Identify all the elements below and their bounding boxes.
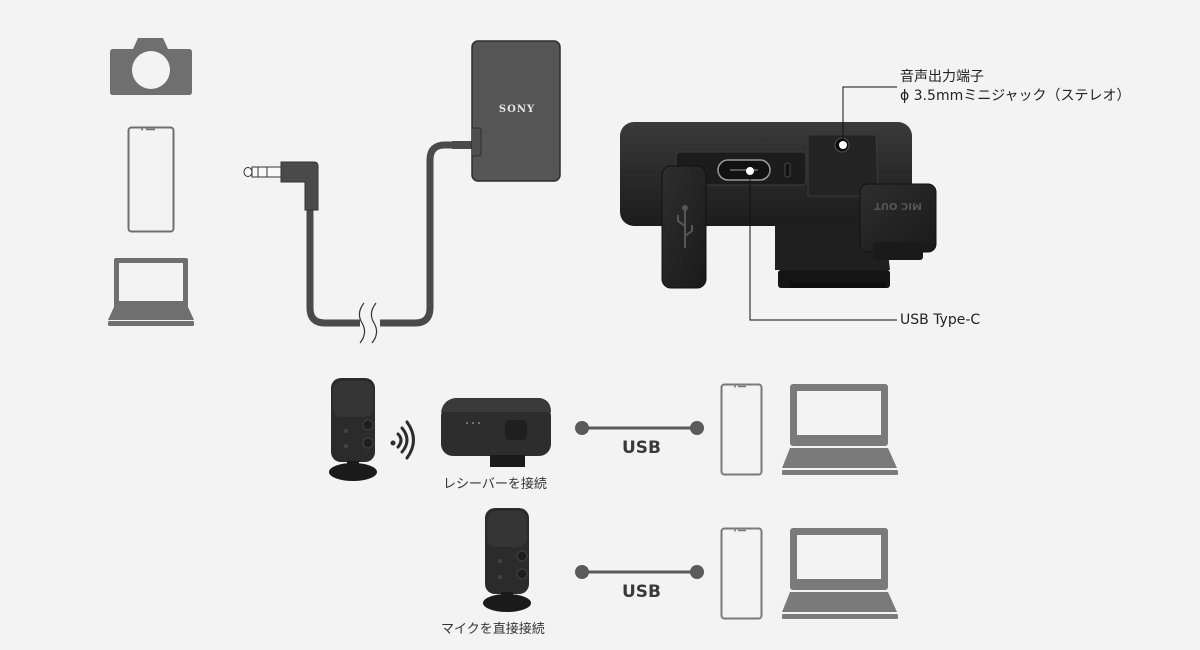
laptop-icon xyxy=(782,528,898,619)
smartphone-icon xyxy=(720,383,763,476)
wireless-signal-icon xyxy=(390,420,415,460)
usb-label-2: USB xyxy=(622,582,662,602)
caption-connect-receiver: レシーバーを接続 xyxy=(443,477,547,492)
caption-connect-mic-directly: マイクを直接接続 xyxy=(441,622,545,637)
usb-symbol-icon xyxy=(677,205,693,248)
callout-line-usb xyxy=(749,171,897,321)
mini-plug-tip xyxy=(243,166,282,178)
callout-line-audio xyxy=(842,86,897,145)
laptop-icon xyxy=(782,384,898,475)
smartphone-icon xyxy=(720,527,763,620)
mini-plug-body xyxy=(280,161,319,211)
usb-connection-line-2 xyxy=(575,565,704,579)
callout-audio-output: 音声出力端子 ϕ 3.5mmミニジャック（ステレオ） xyxy=(900,68,1131,106)
cable-break-mark xyxy=(358,302,378,344)
receiver-box xyxy=(471,40,561,182)
receiver-image-small xyxy=(441,398,551,467)
wireless-mic-image-1 xyxy=(329,378,377,481)
callout-audio-output-title: 音声出力端子 xyxy=(900,69,984,85)
usb-label-1: USB xyxy=(622,438,662,458)
callout-audio-output-spec: ϕ 3.5mmミニジャック（ステレオ） xyxy=(900,88,1131,104)
receiver-brand-logo: SONY xyxy=(498,104,536,115)
callout-usb-type-c: USB Type-C xyxy=(900,312,981,328)
wireless-mic-image-2 xyxy=(483,508,531,612)
usb-connection-line-1 xyxy=(575,421,704,435)
audio-cable xyxy=(306,141,470,327)
